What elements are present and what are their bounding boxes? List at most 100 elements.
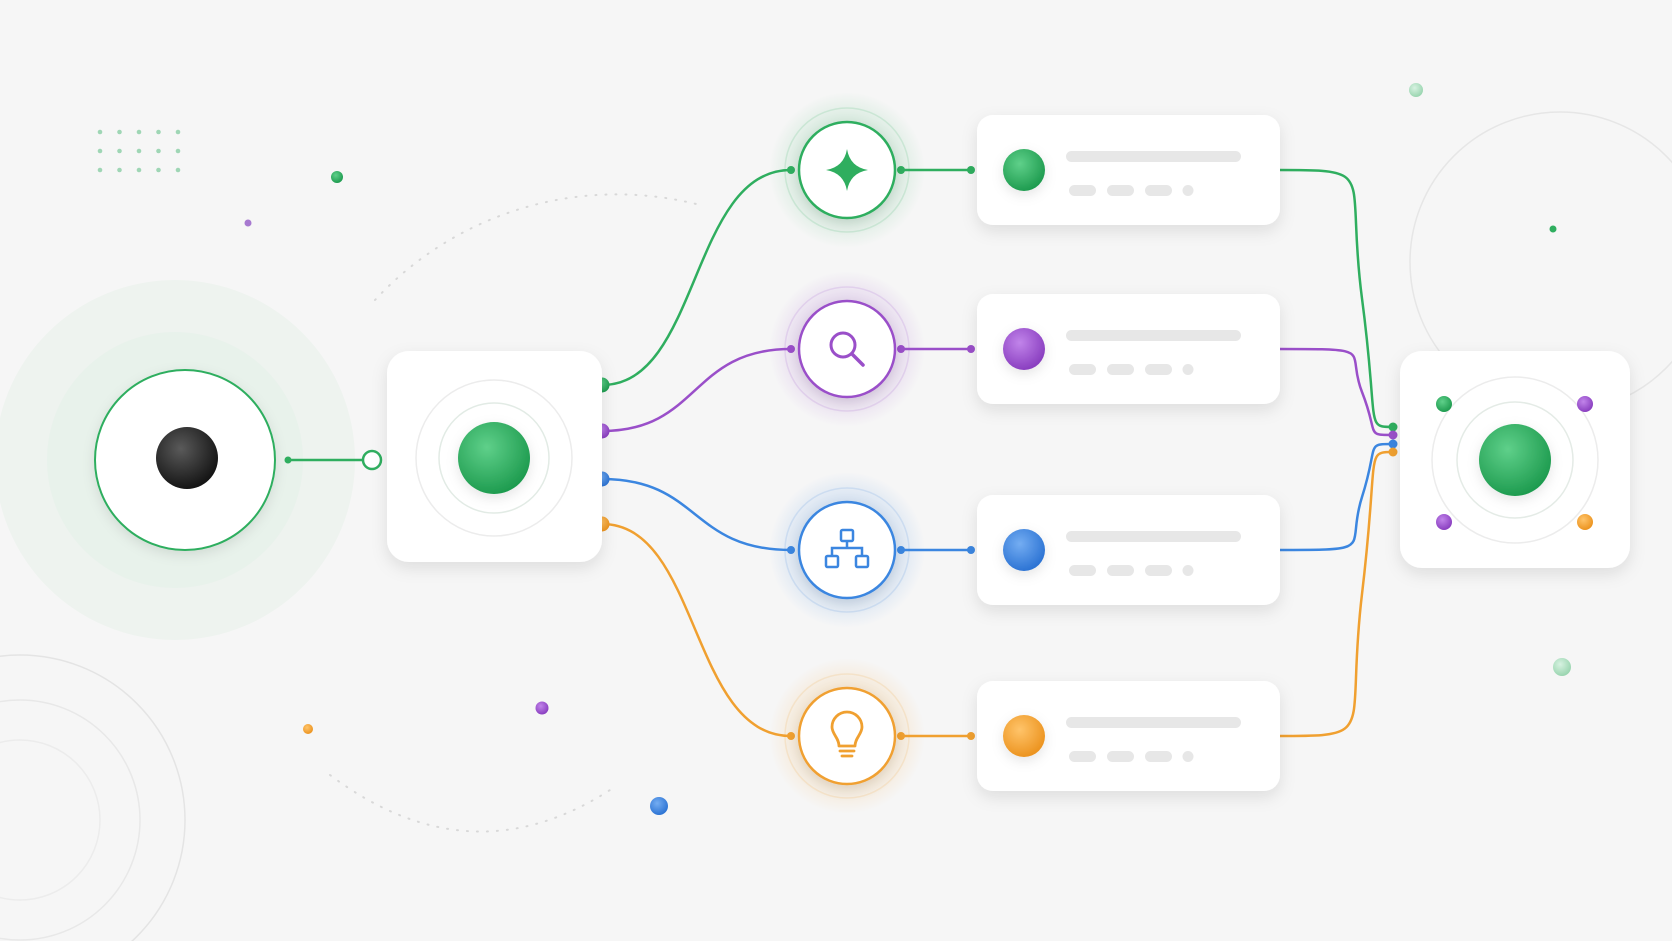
output-ring (1456, 401, 1574, 519)
port-dot (967, 166, 975, 174)
floating-dot (1553, 658, 1571, 676)
connector-hierarchy-out (1277, 442, 1394, 552)
port-dot (967, 732, 975, 740)
input-link-start (284, 456, 292, 464)
port-dot (967, 546, 975, 554)
content-card-body (977, 294, 1280, 404)
grid-dot (156, 148, 161, 154)
floating-dot (244, 219, 252, 227)
branch-nodes (769, 92, 1280, 814)
branch-node-search[interactable] (769, 271, 925, 427)
connector-search-in (601, 347, 792, 433)
grid-dot (136, 148, 142, 154)
placeholder-pill (1145, 565, 1172, 576)
content-card-sparkle[interactable] (977, 115, 1280, 225)
dotted-arc-top (374, 193, 701, 301)
placeholder-pill (1145, 751, 1172, 762)
lightbulb-icon (830, 710, 864, 758)
status-dot (1003, 328, 1045, 370)
output-ring (1431, 376, 1599, 544)
placeholder-pill (1145, 364, 1172, 375)
connector-sparkle-in (601, 168, 792, 387)
grid-dot (175, 167, 181, 173)
placeholder-dot (1182, 364, 1194, 375)
floating-dot (1549, 225, 1557, 233)
input-node[interactable] (94, 369, 276, 551)
grid-dot (97, 167, 103, 173)
connectors (594, 166, 1398, 740)
content-card-search[interactable] (977, 294, 1280, 404)
icon-disc (797, 299, 897, 399)
placeholder-pill (1107, 751, 1134, 762)
placeholder-pill (1107, 565, 1134, 576)
icon-ring (784, 286, 910, 412)
dot-grid (97, 129, 181, 173)
floating-dot (650, 797, 668, 815)
floating-dot (535, 701, 549, 715)
hierarchy-icon (824, 528, 870, 569)
grid-dot (156, 129, 161, 135)
output-card[interactable] (1400, 351, 1630, 568)
grid-dot (97, 129, 103, 135)
placeholder-line (1066, 717, 1241, 728)
grid-dot (175, 148, 181, 154)
content-card-hierarchy[interactable] (977, 495, 1280, 605)
content-card-body (977, 495, 1280, 605)
output-corner-dot (1577, 396, 1593, 412)
grid-dot (117, 167, 122, 173)
output-dot (1479, 424, 1551, 496)
connector-search-out (1277, 347, 1394, 437)
input-dot (156, 427, 218, 489)
grid-dot (97, 148, 103, 154)
hub-ring (438, 402, 550, 514)
output-port-idea[interactable] (1388, 447, 1398, 457)
hub-ring (415, 379, 573, 537)
output-corner-dot (1577, 514, 1593, 530)
port-dot (967, 345, 975, 353)
status-dot (1003, 149, 1045, 191)
sparkle-icon (826, 149, 868, 191)
grid-dot (156, 167, 161, 173)
concentric-ring (0, 654, 186, 941)
grid-dot (136, 129, 142, 135)
connector-idea-in (601, 522, 792, 738)
placeholder-pill (1069, 751, 1096, 762)
branch-node-hierarchy[interactable] (769, 472, 925, 628)
output-port-sparkle[interactable] (1388, 422, 1398, 432)
content-card-idea[interactable] (977, 681, 1280, 791)
connector-sparkle-out (1277, 168, 1394, 429)
status-dot (1003, 529, 1045, 571)
input-port[interactable] (361, 449, 383, 471)
icon-ring (784, 673, 910, 799)
grid-dot (136, 167, 142, 173)
placeholder-pill (1069, 565, 1096, 576)
magnifier-icon (829, 331, 865, 367)
placeholder-pill (1069, 364, 1096, 375)
placeholder-dot (1182, 751, 1194, 762)
placeholder-line (1066, 531, 1241, 542)
concentric-ring (0, 739, 101, 901)
output-port-search[interactable] (1388, 430, 1398, 440)
output-port-hierarchy[interactable] (1388, 439, 1398, 449)
placeholder-pill (1107, 185, 1134, 196)
connector-idea-out (1277, 450, 1394, 738)
branch-node-sparkle[interactable] (769, 92, 925, 248)
floating-dot (303, 724, 313, 734)
grid-dot (117, 129, 122, 135)
placeholder-pill (1107, 364, 1134, 375)
placeholder-dot (1182, 185, 1194, 196)
placeholder-pill (1069, 185, 1096, 196)
grid-dot (117, 148, 122, 154)
output-corner-dot (1436, 514, 1452, 530)
branch-node-idea[interactable] (769, 658, 925, 814)
placeholder-line (1066, 330, 1241, 341)
hub-dot (458, 422, 530, 494)
content-card-body (977, 681, 1280, 791)
placeholder-line (1066, 151, 1241, 162)
output-corner-dot (1436, 396, 1452, 412)
hub-card[interactable] (387, 351, 602, 562)
icon-ring (784, 107, 910, 233)
connector-hierarchy-in (601, 477, 792, 552)
